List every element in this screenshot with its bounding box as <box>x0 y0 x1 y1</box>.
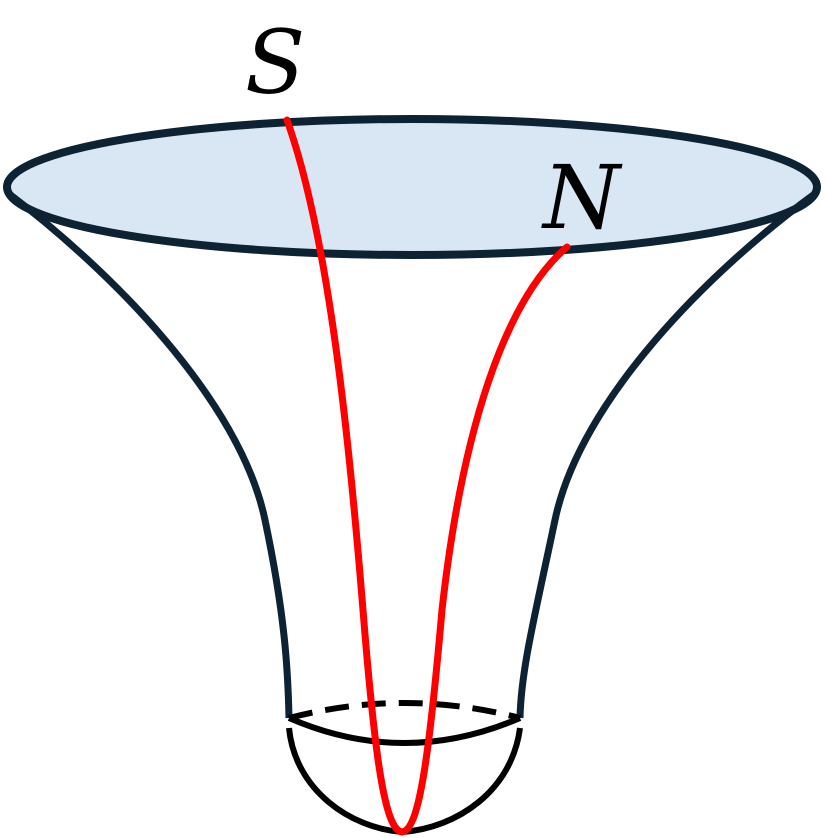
funnel-right-side <box>516 190 819 719</box>
cap-front-edge <box>287 715 522 746</box>
top-disk <box>3 115 821 259</box>
geodesic-curve <box>283 116 571 836</box>
label-s: S <box>245 11 305 114</box>
label-n: N <box>541 146 623 249</box>
cap-back-edge-dashed <box>288 700 521 721</box>
funnel-left-side <box>5 190 293 719</box>
